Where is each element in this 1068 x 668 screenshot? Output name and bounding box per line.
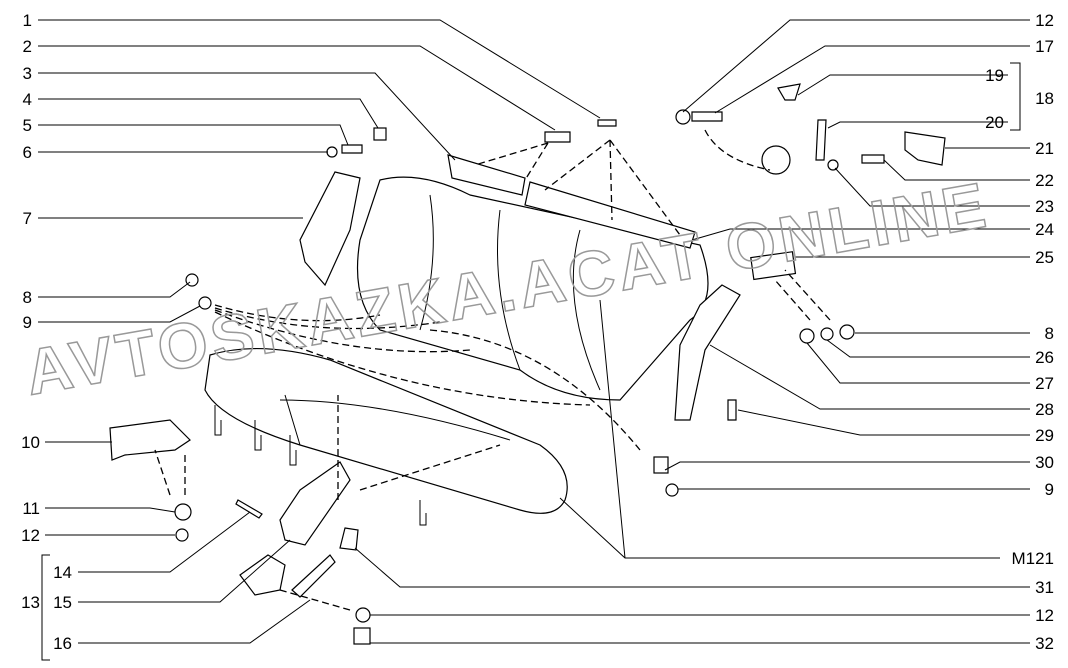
fasteners xyxy=(174,109,885,645)
callout-13: 13 xyxy=(21,593,40,612)
bracket-10 xyxy=(109,419,191,461)
pin-20 xyxy=(815,119,827,161)
callout-6: 6 xyxy=(23,143,32,162)
callout-19: 19 xyxy=(985,66,1004,85)
callout-4: 4 xyxy=(23,90,32,109)
callout-27: 27 xyxy=(1035,374,1054,393)
callout-2: 2 xyxy=(23,37,32,56)
callout-9: 9 xyxy=(1045,480,1054,499)
callout-9: 9 xyxy=(23,313,32,332)
callout-30: 30 xyxy=(1035,453,1054,472)
left-callouts: 1 2 3 4 5 6 7 8 9 10 11 12 14 13 15 16 xyxy=(21,11,72,653)
callout-18: 18 xyxy=(1035,89,1054,108)
callout-20: 20 xyxy=(985,113,1004,132)
callout-12b: 12 xyxy=(1035,606,1054,625)
callout-28: 28 xyxy=(1035,400,1054,419)
callout-8: 8 xyxy=(1045,324,1054,343)
callout-31: 31 xyxy=(1035,578,1054,597)
callout-29: 29 xyxy=(1035,426,1054,445)
right-callouts: 12 17 19 18 20 21 22 23 24 25 8 26 27 28… xyxy=(985,11,1054,653)
callout-m121: M121 xyxy=(1011,549,1054,568)
callout-11: 11 xyxy=(22,499,40,518)
trim-strip-24 xyxy=(524,181,696,249)
key-19 xyxy=(777,83,801,101)
hinge-28 xyxy=(674,284,741,421)
callout-7: 7 xyxy=(23,209,32,228)
callout-3: 3 xyxy=(23,64,32,83)
callout-10: 10 xyxy=(21,433,40,452)
assembly-arrows xyxy=(154,129,831,611)
callout-26: 26 xyxy=(1035,348,1054,367)
side-panel-7 xyxy=(299,171,361,287)
callout-8: 8 xyxy=(23,288,32,307)
seat-cushion xyxy=(204,347,568,514)
callout-23: 23 xyxy=(1035,197,1054,216)
callout-14: 14 xyxy=(53,563,72,582)
plate-21 xyxy=(904,131,946,166)
cushion-hooks xyxy=(214,405,427,526)
callout-25: 25 xyxy=(1035,248,1054,267)
callout-12: 12 xyxy=(21,526,40,545)
strap-15 xyxy=(279,461,351,546)
trim-strip-3 xyxy=(447,154,526,196)
bracket-16 xyxy=(239,554,286,596)
plate-25 xyxy=(750,251,797,281)
callout-5: 5 xyxy=(23,116,32,135)
callout-17: 17 xyxy=(1035,37,1054,56)
seat-back xyxy=(356,176,709,401)
callout-15: 15 xyxy=(53,593,72,612)
callout-12: 12 xyxy=(1035,11,1054,30)
spring xyxy=(291,554,336,598)
lock-body xyxy=(761,145,791,175)
leader-lines xyxy=(38,19,1030,661)
callout-1: 1 xyxy=(23,11,32,30)
callout-21: 21 xyxy=(1035,139,1054,158)
callout-16: 16 xyxy=(53,634,72,653)
callout-32: 32 xyxy=(1035,634,1054,653)
callout-24: 24 xyxy=(1035,220,1054,239)
callout-22: 22 xyxy=(1035,171,1054,190)
